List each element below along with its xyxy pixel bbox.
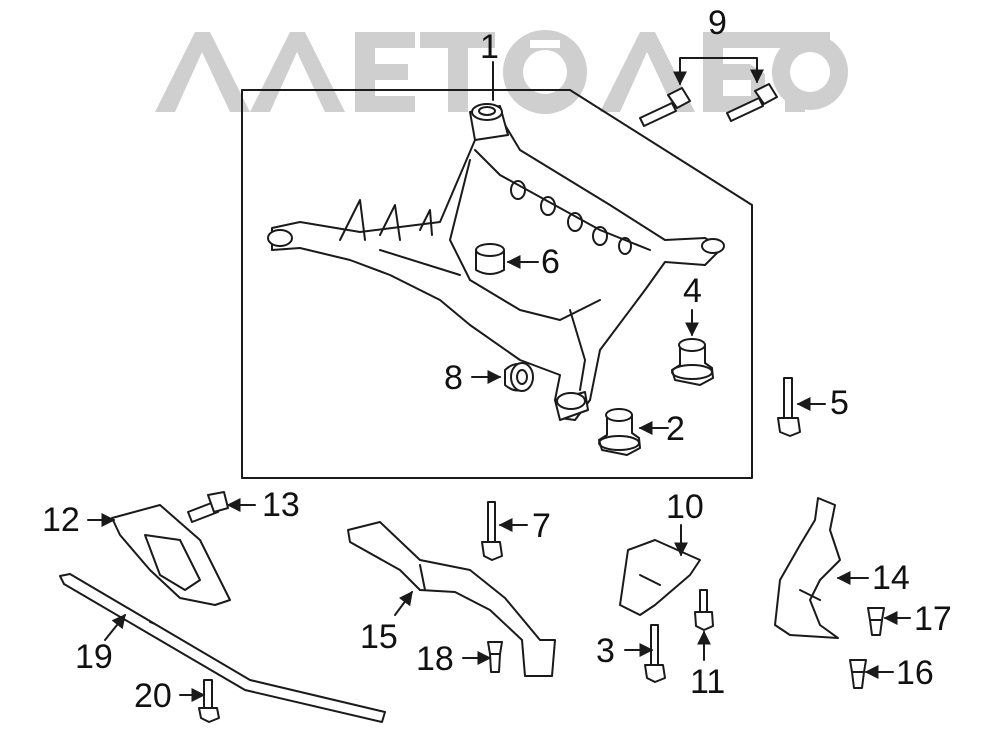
- callout-1: 1: [480, 28, 499, 66]
- callout-10: 10: [666, 488, 704, 526]
- bolt-icon-5: [777, 377, 801, 437]
- callout-20: 20: [134, 677, 172, 715]
- bracket-icon-14: [774, 497, 841, 639]
- clip-icon-16: [849, 659, 867, 689]
- watermark-logo: [155, 30, 848, 114]
- bolt-icon-7: [481, 501, 503, 561]
- callout-5: 5: [830, 384, 849, 422]
- bolt-icon-11: [694, 589, 714, 631]
- shield-icon-12: [111, 504, 231, 606]
- bolt-icon-20: [198, 679, 220, 723]
- bar-icon-19: [59, 573, 386, 723]
- callout-14: 14: [872, 559, 910, 597]
- bushing-icon-8: [504, 362, 534, 392]
- bracket-icon-10: [619, 539, 701, 616]
- assembly-frame: [241, 89, 753, 479]
- bushing-icon-2: [598, 408, 641, 456]
- callout-11: 11: [690, 663, 726, 701]
- callout-3: 3: [596, 632, 615, 670]
- bolt-icon-3: [644, 624, 666, 683]
- callout-6: 6: [541, 243, 560, 281]
- callout-7: 7: [532, 507, 551, 545]
- bracket-icon-15: [347, 521, 556, 677]
- leader-9: [679, 57, 758, 83]
- callout-16: 16: [896, 654, 934, 692]
- callout-12: 12: [42, 501, 80, 539]
- callout-9: 9: [708, 4, 727, 42]
- callout-8: 8: [444, 359, 463, 397]
- bushing-icon-6: [475, 243, 505, 275]
- callout-18: 18: [416, 640, 454, 678]
- callout-19: 19: [75, 638, 113, 676]
- callout-2: 2: [666, 410, 685, 448]
- arrow-19: [104, 613, 126, 641]
- clip-icon-18: [487, 641, 503, 673]
- bushing-icon-4: [671, 338, 714, 386]
- arrow-15: [394, 590, 413, 616]
- callout-4: 4: [683, 272, 702, 310]
- bolt-icon-9b: [726, 83, 778, 122]
- bolt-icon-9a: [639, 87, 691, 127]
- bolt-icon-13: [187, 491, 229, 523]
- callout-17: 17: [914, 600, 952, 638]
- callout-13: 13: [262, 486, 300, 524]
- callout-15: 15: [360, 618, 398, 656]
- clip-icon-17: [867, 607, 885, 636]
